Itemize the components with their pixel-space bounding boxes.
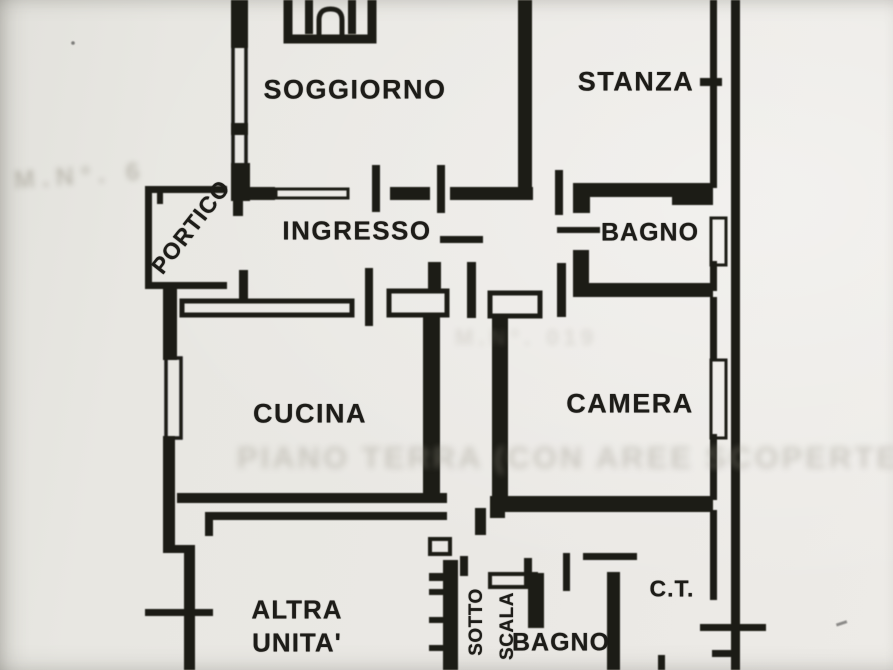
watermark-caption: PIANO TERRA (CON AREE SCOPERTE [237,440,893,475]
room-label-stanza: STANZA [577,66,695,97]
arched-opening-icon [283,0,377,44]
room-label-ingresso: INGRESSO [282,215,432,246]
room-label-altra-unita-line2: UNITA' [252,627,342,658]
room-label-sotto: SOTTO [466,588,487,656]
room-label-cucina: CUCINA [253,398,367,429]
room-label-camera: CAMERA [566,388,694,419]
room-label-soggiorno: SOGGIORNO [263,74,447,105]
room-label-ct: C.T. [649,575,695,602]
room-label-bagno-upper: BAGNO [600,218,700,247]
room-label-scala: SCALA [497,592,518,660]
understairs-treads [429,573,443,651]
room-label-altra-unita-line1: ALTRA [251,594,343,625]
room-label-bagno-lower: BAGNO [511,628,611,657]
watermark-stamp-middle: M.N°. 019 [455,325,599,350]
